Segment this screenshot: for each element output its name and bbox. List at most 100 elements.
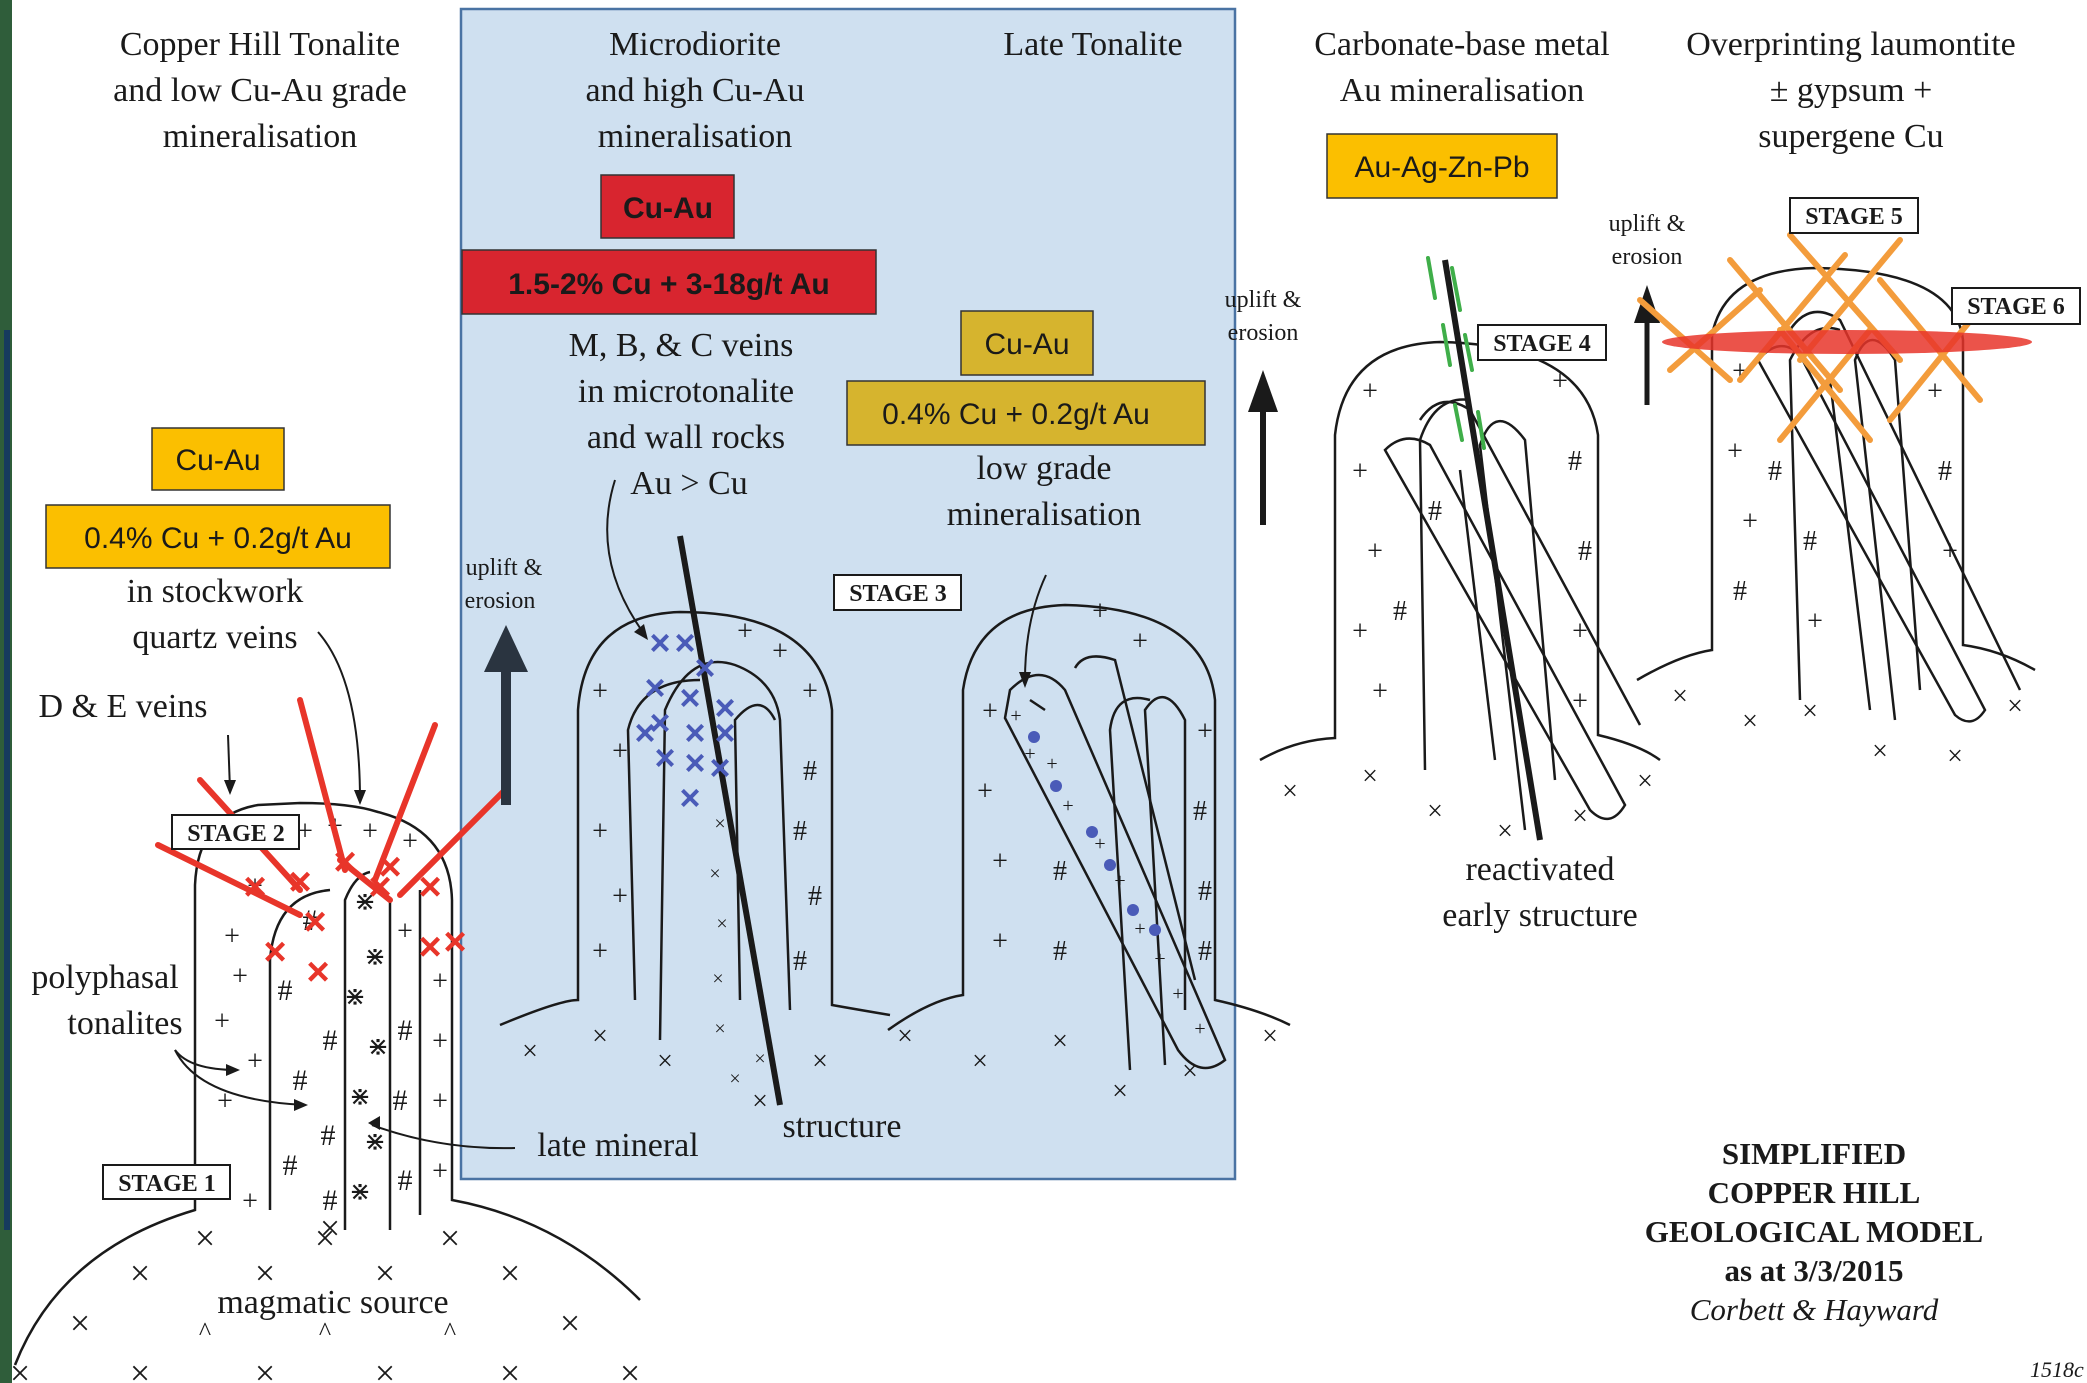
svg-text:+: + (1727, 436, 1743, 467)
svg-text:#: # (1568, 446, 1582, 477)
svg-text:#: # (1578, 536, 1592, 567)
stage1-star-marks: ⋇⋇⋇ ⋇⋇⋇ ⋇ (344, 886, 389, 1206)
svg-text:×: × (418, 865, 441, 909)
svg-text:Au > Cu: Au > Cu (630, 465, 747, 502)
heading-overprint: Overprinting laumontite ± gypsum + super… (1686, 26, 2016, 155)
stage56-light-marks: +++ ### ++# +×× ××× × (1672, 356, 2023, 772)
stage2-label: STAGE 2 (172, 815, 299, 849)
svg-text:×: × (1802, 696, 1818, 727)
svg-text:×: × (657, 1046, 673, 1077)
svg-text:supergene Cu: supergene Cu (1758, 118, 1943, 155)
svg-text:×: × (897, 1021, 913, 1052)
svg-text:and high Cu-Au: and high Cu-Au (585, 72, 804, 109)
svg-text:+: + (1132, 626, 1148, 657)
label-magmatic-source: magmatic source (217, 1284, 448, 1321)
svg-text:#: # (393, 1084, 408, 1117)
svg-text:×: × (2007, 691, 2023, 722)
svg-text:0.4% Cu + 0.2g/t Au: 0.4% Cu + 0.2g/t Au (882, 398, 1150, 431)
svg-text:STAGE 6: STAGE 6 (1967, 294, 2065, 320)
svg-text:low grade: low grade (976, 450, 1111, 487)
svg-text:×: × (443, 920, 466, 964)
box-au-ag: Au-Ag-Zn-Pb (1327, 134, 1557, 198)
svg-text:+: + (1094, 833, 1105, 855)
svg-text:⋇: ⋇ (364, 941, 386, 971)
svg-text:×: × (754, 1048, 765, 1070)
box-grade-mid: 0.4% Cu + 0.2g/t Au (847, 381, 1205, 445)
svg-text:+: + (1010, 705, 1021, 727)
svg-text:+: + (247, 1046, 263, 1077)
label-late-mineral: late mineral (537, 1127, 698, 1164)
svg-text:×: × (729, 1068, 740, 1090)
stage6-label: STAGE 6 (1952, 288, 2080, 324)
svg-text:+: + (1942, 536, 1958, 567)
svg-text:×: × (716, 913, 727, 935)
svg-text:#: # (808, 881, 822, 912)
svg-text:⋇: ⋇ (349, 1081, 371, 1111)
stage5-label: STAGE 5 (1790, 198, 1918, 233)
svg-text:+: + (1092, 596, 1108, 627)
svg-text:×: × (649, 702, 670, 743)
svg-text:×: × (243, 865, 266, 909)
svg-text:+: + (1197, 716, 1213, 747)
svg-text:+: + (1134, 918, 1145, 940)
svg-text:×: × (130, 1353, 150, 1383)
stage6-red-band (1662, 330, 2032, 354)
svg-text:#: # (293, 1064, 308, 1097)
svg-text:⋇: ⋇ (364, 1126, 386, 1156)
svg-text:uplift &: uplift & (1609, 211, 1686, 237)
label-de-veins: D & E veins (38, 688, 207, 725)
svg-text:⋇: ⋇ (349, 1176, 371, 1206)
svg-text:erosion: erosion (1612, 244, 1683, 270)
svg-text:+: + (737, 616, 753, 647)
svg-text:#: # (323, 1024, 338, 1057)
svg-text:#: # (1198, 876, 1212, 907)
label-reactivated: reactivated early structure (1442, 851, 1637, 934)
svg-text:mineralisation: mineralisation (163, 118, 358, 155)
svg-text:#: # (793, 946, 807, 977)
svg-text:GEOLOGICAL MODEL: GEOLOGICAL MODEL (1645, 1214, 1983, 1249)
svg-text:#: # (398, 1014, 413, 1047)
svg-text:+: + (612, 881, 628, 912)
stage3-label: STAGE 3 (834, 575, 961, 610)
box-cu-au-left: Cu-Au (152, 428, 284, 490)
svg-text:mineralisation: mineralisation (947, 496, 1142, 533)
svg-text:and wall rocks: and wall rocks (587, 419, 785, 456)
svg-text:+: + (232, 961, 248, 992)
stage1-label: STAGE 1 (103, 1165, 230, 1199)
svg-text:STAGE 3: STAGE 3 (849, 581, 947, 607)
box-cu-au-mid: Cu-Au (961, 311, 1093, 375)
svg-text:×: × (1427, 796, 1443, 827)
svg-text:×: × (649, 622, 670, 663)
svg-text:#: # (793, 816, 807, 847)
svg-text:+: + (402, 826, 418, 857)
svg-text:#: # (398, 1164, 413, 1197)
svg-text:^: ^ (199, 1317, 211, 1346)
svg-text:+: + (1372, 676, 1388, 707)
svg-text:tonalites: tonalites (67, 1005, 182, 1042)
svg-text:×: × (368, 865, 391, 909)
heading-microdiorite: Microdiorite and high Cu-Au mineralisati… (585, 26, 804, 155)
svg-text:as at 3/3/2015: as at 3/3/2015 (1724, 1253, 1903, 1288)
left-edge-strip-inner (4, 330, 10, 1230)
svg-text:Copper Hill Tonalite: Copper Hill Tonalite (120, 26, 400, 63)
box-grade-red: 1.5-2% Cu + 3-18g/t Au (462, 250, 876, 314)
svg-text:×: × (440, 1218, 460, 1258)
svg-text:#: # (1053, 936, 1067, 967)
svg-text:×: × (972, 1046, 988, 1077)
svg-text:×: × (333, 840, 356, 884)
svg-text:×: × (255, 1353, 275, 1383)
svg-text:⋇: ⋇ (367, 1031, 389, 1061)
svg-text:×: × (70, 1303, 90, 1343)
svg-text:×: × (375, 1353, 395, 1383)
svg-text:mineralisation: mineralisation (598, 118, 793, 155)
svg-text:#: # (1393, 596, 1407, 627)
svg-text:STAGE 1: STAGE 1 (118, 1171, 216, 1197)
svg-text:×: × (1742, 706, 1758, 737)
svg-text:×: × (709, 747, 730, 788)
svg-text:1.5-2% Cu + 3-18g/t Au: 1.5-2% Cu + 3-18g/t Au (508, 268, 829, 301)
svg-text:+: + (1362, 376, 1378, 407)
svg-text:0.4% Cu + 0.2g/t Au: 0.4% Cu + 0.2g/t Au (84, 522, 352, 555)
svg-text:+: + (1194, 1018, 1205, 1040)
svg-text:+: + (1572, 686, 1588, 717)
svg-text:×: × (560, 1303, 580, 1343)
